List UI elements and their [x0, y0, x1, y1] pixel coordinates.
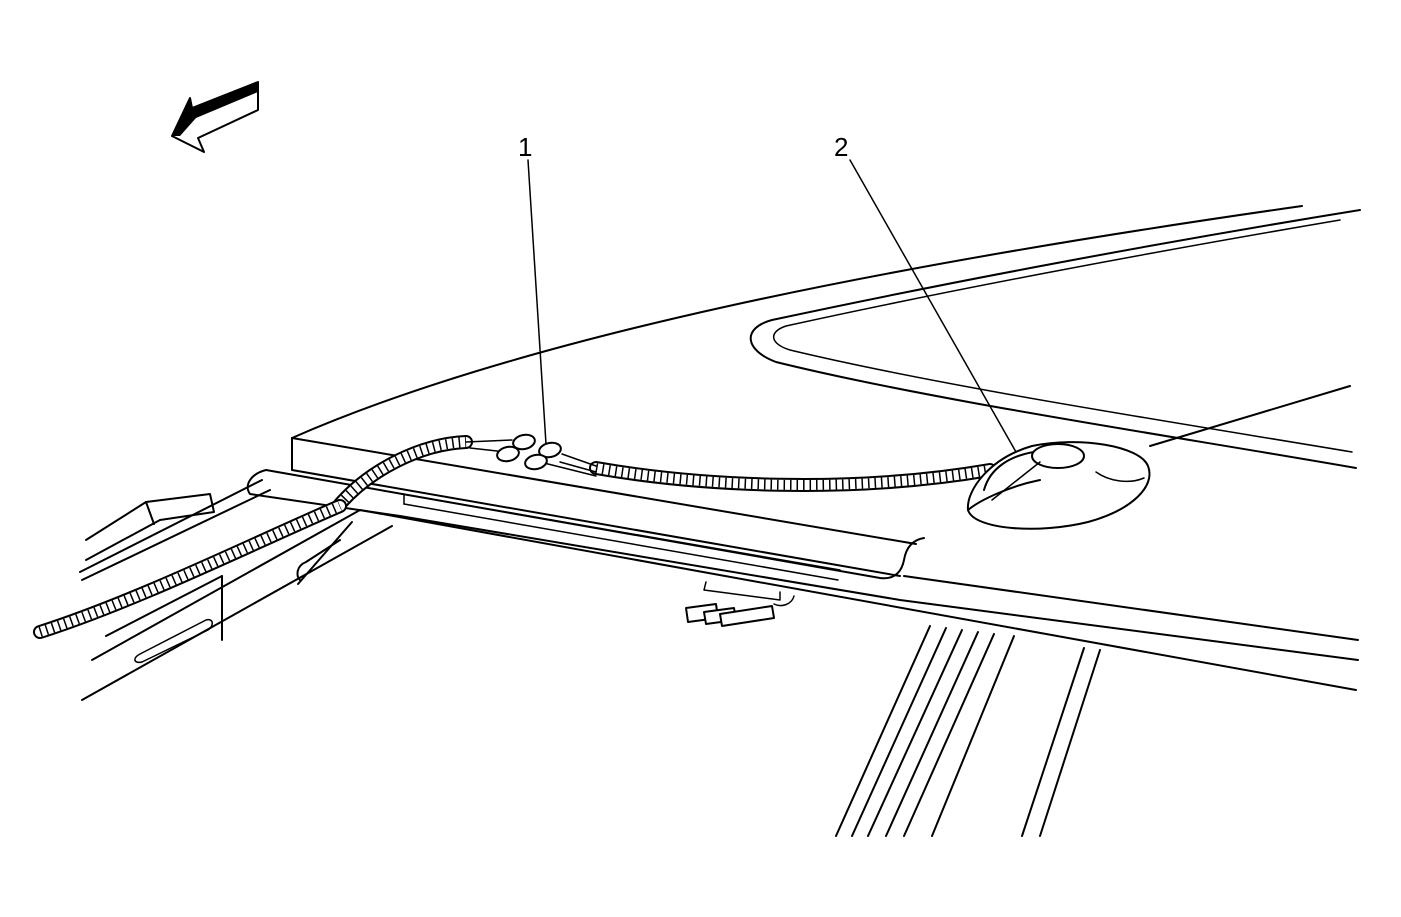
antenna-cable	[33, 435, 997, 639]
roof-pillars	[835, 625, 1101, 837]
roof-side-rail	[79, 469, 1359, 701]
callout-2-label: 2	[834, 132, 848, 162]
forward-arrow-icon	[171, 81, 259, 153]
roof-panel	[291, 205, 1361, 545]
callout-leaders	[527, 159, 1017, 453]
roof-antenna	[966, 441, 1151, 530]
callout-1-label: 1	[518, 132, 532, 162]
harness-connector	[685, 581, 795, 627]
cable-connectors	[496, 433, 562, 471]
